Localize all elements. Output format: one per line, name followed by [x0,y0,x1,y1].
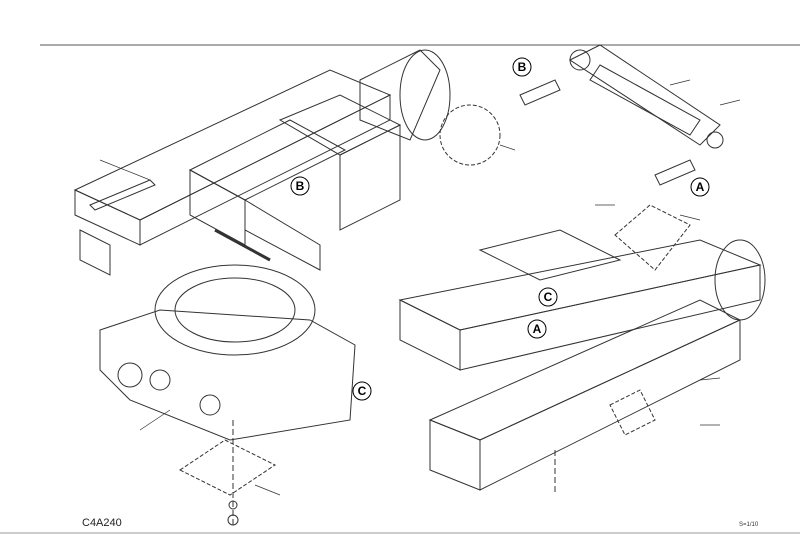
callout-b-2: B [290,176,310,196]
callout-label: C [358,384,367,398]
callout-label: B [296,179,305,193]
hydraulic-cylinder [519,44,724,186]
callout-label: A [696,180,705,194]
callout-label: B [518,60,527,74]
drawing-code: C4A240 [82,517,122,529]
callout-label: C [544,290,553,304]
callout-label: A [533,322,542,336]
leader-lines [99,79,741,496]
callout-a-2: A [527,319,547,339]
callout-b-1: B [512,57,532,77]
callout-c-1: C [538,287,558,307]
callout-c-2: C [352,381,372,401]
right-track-frame [398,204,766,495]
swing-bracket [99,264,356,526]
callout-a-1: A [690,177,710,197]
left-track-frame [73,49,501,276]
drawing-scale: S=1/10 [739,522,759,528]
